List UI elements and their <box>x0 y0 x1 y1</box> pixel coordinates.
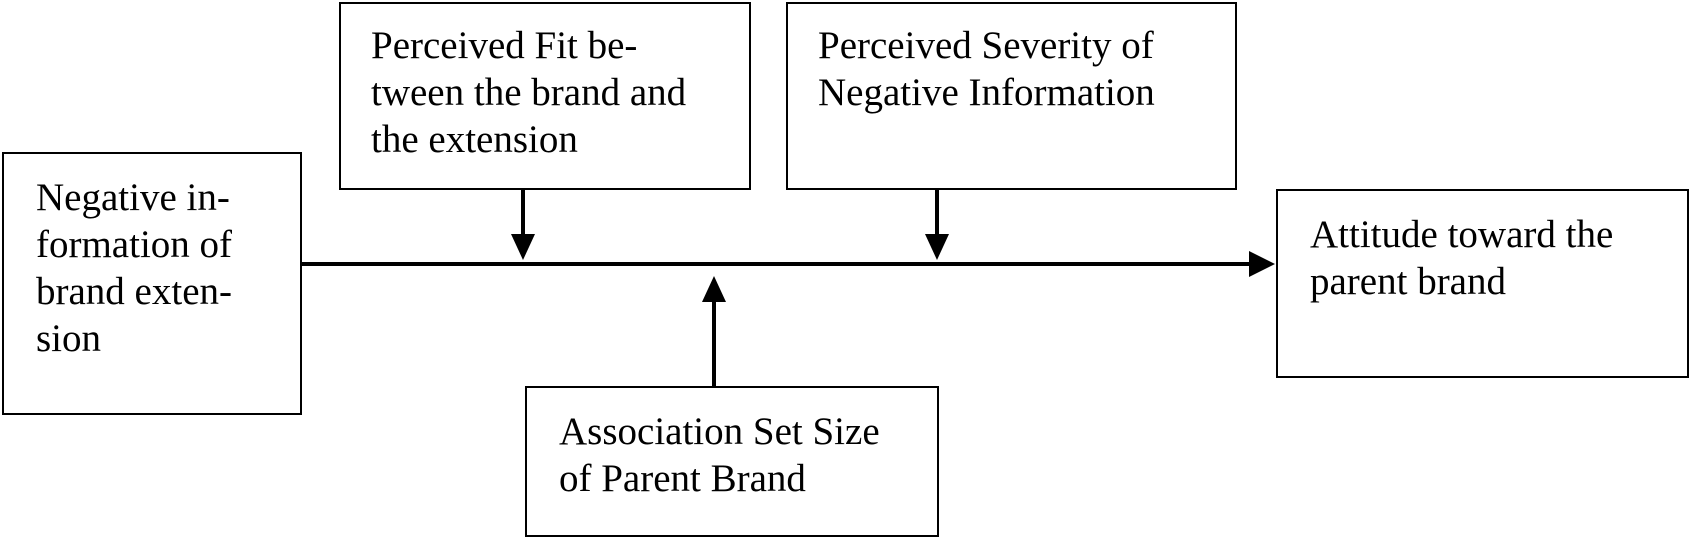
independent-variable-label: Negative in- formation of brand exten- s… <box>36 174 232 362</box>
independent-variable-line: brand exten- <box>36 270 232 313</box>
fit-moderator-arrowhead <box>511 234 535 260</box>
fit-moderator-line: tween the brand and <box>371 71 687 114</box>
dependent-variable-box: Attitude toward the parent brand <box>1276 189 1689 378</box>
fit-moderator-line: Perceived Fit be- <box>371 24 638 67</box>
independent-variable-box: Negative in- formation of brand exten- s… <box>2 152 302 415</box>
independent-variable-line: sion <box>36 317 102 360</box>
association-moderator-arrowhead <box>702 276 726 302</box>
severity-moderator-line: Perceived Severity of <box>818 24 1154 67</box>
association-moderator-label: Association Set Size of Parent Brand <box>559 408 880 502</box>
severity-moderator-line: Negative Information <box>818 71 1155 114</box>
severity-moderator-arrowhead <box>925 234 949 260</box>
fit-moderator-line: the extension <box>371 118 578 161</box>
fit-moderator-label: Perceived Fit be- tween the brand and th… <box>371 22 686 163</box>
severity-moderator-label: Perceived Severity of Negative Informati… <box>818 22 1155 116</box>
severity-moderator-box: Perceived Severity of Negative Informati… <box>786 2 1237 190</box>
independent-variable-line: Negative in- <box>36 176 230 219</box>
association-moderator-line: Association Set Size <box>559 410 880 453</box>
dependent-variable-line: Attitude toward the <box>1310 213 1614 256</box>
independent-variable-line: formation of <box>36 223 233 266</box>
association-moderator-line: of Parent Brand <box>559 457 806 500</box>
dependent-variable-line: parent brand <box>1310 260 1506 303</box>
main-effect-arrowhead <box>1249 251 1275 277</box>
fit-moderator-box: Perceived Fit be- tween the brand and th… <box>339 2 751 190</box>
association-moderator-box: Association Set Size of Parent Brand <box>525 386 939 537</box>
dependent-variable-label: Attitude toward the parent brand <box>1310 211 1613 305</box>
